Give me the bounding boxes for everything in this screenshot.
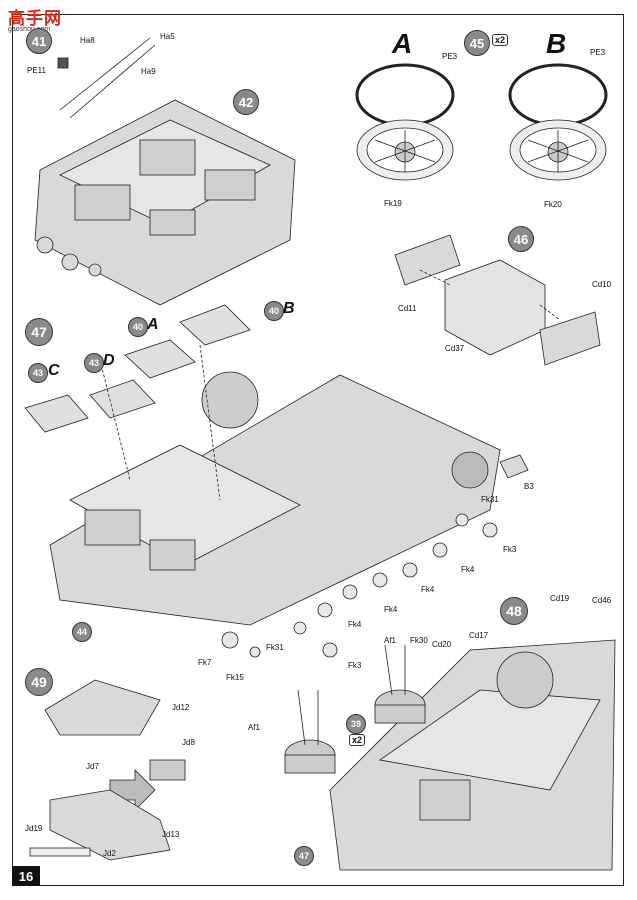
part-label: PE3: [442, 52, 458, 61]
part-label: Fk7: [198, 658, 212, 667]
step-43c-marker: 43: [28, 363, 48, 383]
part-label: Cd46: [592, 596, 612, 605]
part-label: Fk31: [266, 643, 284, 652]
step-48-marker: 48: [500, 597, 528, 625]
variant-A-label: A: [392, 28, 413, 59]
step-49-marker: 49: [25, 668, 53, 696]
watermark-logo: 高手网 gaoshou.com: [8, 4, 62, 33]
part-label: Jd2: [103, 849, 116, 858]
part-label: Af1: [248, 723, 261, 732]
part-label: Fk4: [384, 605, 398, 614]
part-label: Fk3: [348, 661, 362, 670]
part-label: B3: [524, 482, 534, 491]
lower-hull-step47: [24, 304, 529, 626]
part-label: Ha5: [160, 32, 175, 41]
sub-A-label: A: [147, 316, 159, 333]
part-label: Cd17: [469, 631, 489, 640]
part-label: Fk4: [348, 620, 362, 629]
wheel-B: [508, 63, 608, 181]
step-39-marker: 39: [346, 714, 366, 734]
rear-hull-step48: [329, 639, 616, 871]
variant-B-label: B: [546, 28, 567, 59]
sub-assembly-step39: [284, 644, 426, 774]
logo-url: gaoshou.com: [8, 26, 51, 33]
part-label: PE11: [27, 66, 46, 75]
towing-parts-step49: [29, 679, 186, 861]
quantity-x2-top: x2: [492, 34, 509, 46]
part-label: Af1: [384, 636, 397, 645]
part-label: Fk15: [226, 673, 244, 682]
step-40b-marker: 40: [264, 301, 284, 321]
logo-title: 高手网: [8, 9, 62, 28]
step-47-ref-marker: 47: [294, 846, 314, 866]
part-label: Cd20: [432, 640, 452, 649]
part-label: Jd8: [182, 738, 195, 747]
step-46-marker: 46: [508, 226, 534, 252]
step-40a-marker: 40: [128, 317, 148, 337]
step-42-marker: 42: [233, 89, 259, 115]
upper-hull-step42: [34, 37, 296, 306]
step-45-marker: 45: [464, 30, 490, 56]
part-label: Fk4: [421, 585, 435, 594]
part-label: Fk31: [481, 495, 499, 504]
quantity-x2-bottom: x2: [349, 734, 366, 746]
part-label: Fk19: [384, 199, 402, 208]
step-47-marker: 47: [25, 318, 53, 346]
sub-C-label: C: [48, 362, 60, 379]
part-label: Fk30: [410, 636, 428, 645]
step-41-marker: 41: [26, 28, 52, 54]
wheel-A: [355, 63, 455, 181]
part-label: Cd37: [445, 344, 465, 353]
suspension-arms: [221, 513, 498, 658]
sub-B-label: B: [283, 300, 295, 317]
part-label: Jd7: [86, 762, 99, 771]
page-frame: [12, 14, 624, 886]
page-number: 16: [12, 866, 40, 886]
part-label: PE3: [590, 48, 606, 57]
part-label: Fk3: [503, 545, 517, 554]
part-label: Jd19: [25, 824, 43, 833]
part-label: Fk20: [544, 200, 562, 209]
box-step46: [394, 234, 601, 366]
step-44-marker: 44: [72, 622, 92, 642]
part-label: Cd11: [398, 304, 417, 313]
part-label: Jd12: [172, 703, 190, 712]
part-label: Cd19: [550, 594, 570, 603]
part-label: Cd10: [592, 280, 612, 289]
part-label: Fk4: [461, 565, 475, 574]
step-43d-marker: 43: [84, 353, 104, 373]
part-label: Ha8: [80, 36, 95, 45]
sub-D-label: D: [103, 352, 115, 369]
part-label: Jd13: [162, 830, 180, 839]
part-label: Ha9: [141, 67, 156, 76]
